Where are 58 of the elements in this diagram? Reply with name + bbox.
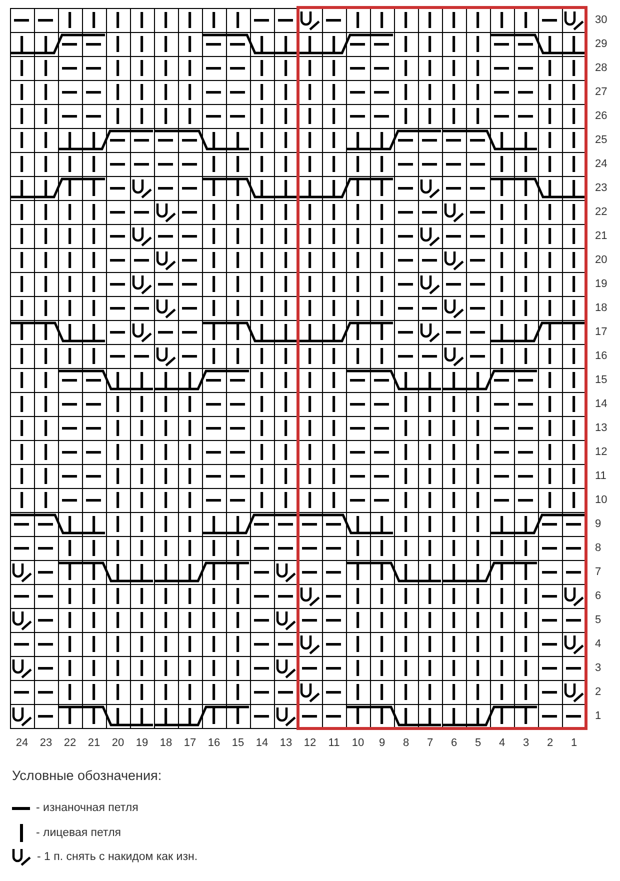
column-number: 11 xyxy=(327,736,341,751)
row-number: 1 xyxy=(595,709,602,724)
row-number: 28 xyxy=(595,61,608,76)
legend-text: - изнаночная петля xyxy=(36,802,138,814)
row-number: 29 xyxy=(595,37,608,52)
column-number: 21 xyxy=(86,736,102,751)
column-number: 17 xyxy=(182,736,198,751)
row-number: 13 xyxy=(595,421,608,436)
column-number: 9 xyxy=(378,736,386,751)
column-number: 20 xyxy=(110,736,126,751)
column-number: 24 xyxy=(14,736,30,751)
row-number: 20 xyxy=(595,253,608,268)
row-number: 19 xyxy=(595,277,608,292)
row-number: 2 xyxy=(595,685,602,700)
row-number: 26 xyxy=(595,109,608,124)
column-number: 10 xyxy=(350,736,366,751)
row-number: 11 xyxy=(595,469,606,484)
row-number: 9 xyxy=(595,517,602,532)
column-number: 15 xyxy=(230,736,246,751)
column-number: 2 xyxy=(546,736,554,751)
column-number: 8 xyxy=(402,736,410,751)
row-number: 7 xyxy=(595,565,602,580)
column-number: 23 xyxy=(38,736,54,751)
row-number: 3 xyxy=(595,661,602,676)
row-number: 21 xyxy=(595,229,608,244)
row-number: 12 xyxy=(595,445,608,460)
column-number: 18 xyxy=(158,736,174,751)
row-number: 6 xyxy=(595,589,602,604)
column-number: 12 xyxy=(302,736,318,751)
row-number: 18 xyxy=(595,301,608,316)
row-number: 24 xyxy=(595,157,608,172)
column-number: 14 xyxy=(254,736,270,751)
column-number: 7 xyxy=(426,736,434,751)
column-number: 3 xyxy=(522,736,530,751)
column-number: 4 xyxy=(498,736,506,751)
column-number: 19 xyxy=(134,736,150,751)
row-number: 25 xyxy=(595,133,608,148)
row-number: 16 xyxy=(595,349,608,364)
column-number: 1 xyxy=(570,736,578,751)
column-number: 16 xyxy=(206,736,222,751)
legend-text: - лицевая петля xyxy=(36,826,122,838)
row-number: 14 xyxy=(595,397,608,412)
row-number: 10 xyxy=(595,493,608,508)
column-number: 5 xyxy=(474,736,482,751)
column-number: 22 xyxy=(62,736,78,751)
row-number: 4 xyxy=(595,637,602,652)
column-number: 13 xyxy=(278,736,294,751)
column-number: 6 xyxy=(450,736,458,751)
row-number: 15 xyxy=(595,373,608,388)
legend-heading: Условные обозначения: xyxy=(12,768,162,783)
legend-text: - 1 п. снять с накидом как изн. xyxy=(37,851,198,863)
row-number: 30 xyxy=(595,13,608,28)
row-number: 5 xyxy=(595,613,602,628)
row-number: 8 xyxy=(595,541,602,556)
row-number: 27 xyxy=(595,85,608,100)
row-number: 23 xyxy=(595,181,608,196)
row-number: 17 xyxy=(595,325,608,340)
row-number: 22 xyxy=(595,205,608,220)
